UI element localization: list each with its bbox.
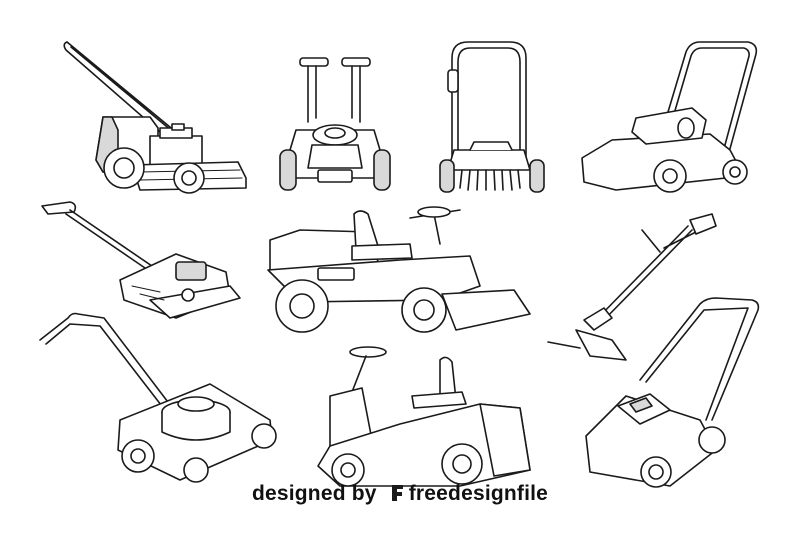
riding-mower-side-view [267,206,531,333]
freedesignfile-logo-icon [391,485,403,501]
cordless-push-mower [585,297,760,488]
push-mower-side-view [63,41,247,194]
string-trimmer [547,213,717,361]
push-mower-three-quarter-view [581,41,758,193]
footer-brand: freedesignfile [408,482,549,505]
footer-prefix: designed by [251,482,377,505]
push-mower-engine-view [39,312,277,483]
push-mower-front-view [279,57,391,191]
footer-credit: designed by freedesignfile [0,482,800,506]
ride-on-mower [317,346,531,487]
dethatcher-rear-view [439,41,545,193]
reel-mower [41,201,241,319]
